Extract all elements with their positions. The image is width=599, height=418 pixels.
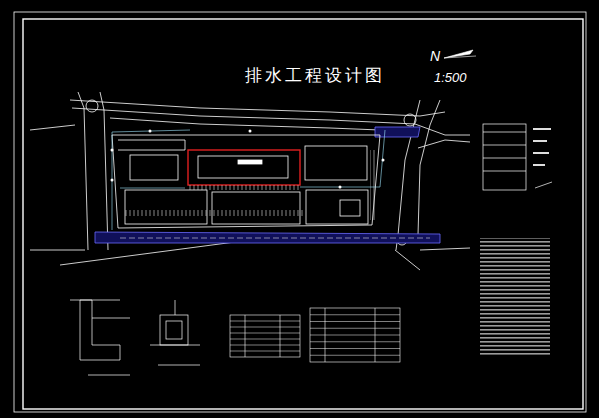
north-label: N [430,48,440,64]
notes-block [480,238,550,356]
legend-table [483,124,552,190]
table-rows [310,315,400,356]
detail-drawings [70,300,200,375]
drawing-title: 排水工程设计图 [245,64,385,87]
roads [30,92,470,270]
drain-bands [95,127,440,243]
north-arrow [444,50,476,58]
pipe-lines [112,130,385,230]
manholes [111,130,385,189]
buildings [125,146,376,224]
site-boundary [112,135,380,228]
scale-label: 1:500 [434,70,467,85]
drawing-frame [14,12,586,412]
quantity-tables [230,308,400,362]
table-rows [230,321,300,351]
